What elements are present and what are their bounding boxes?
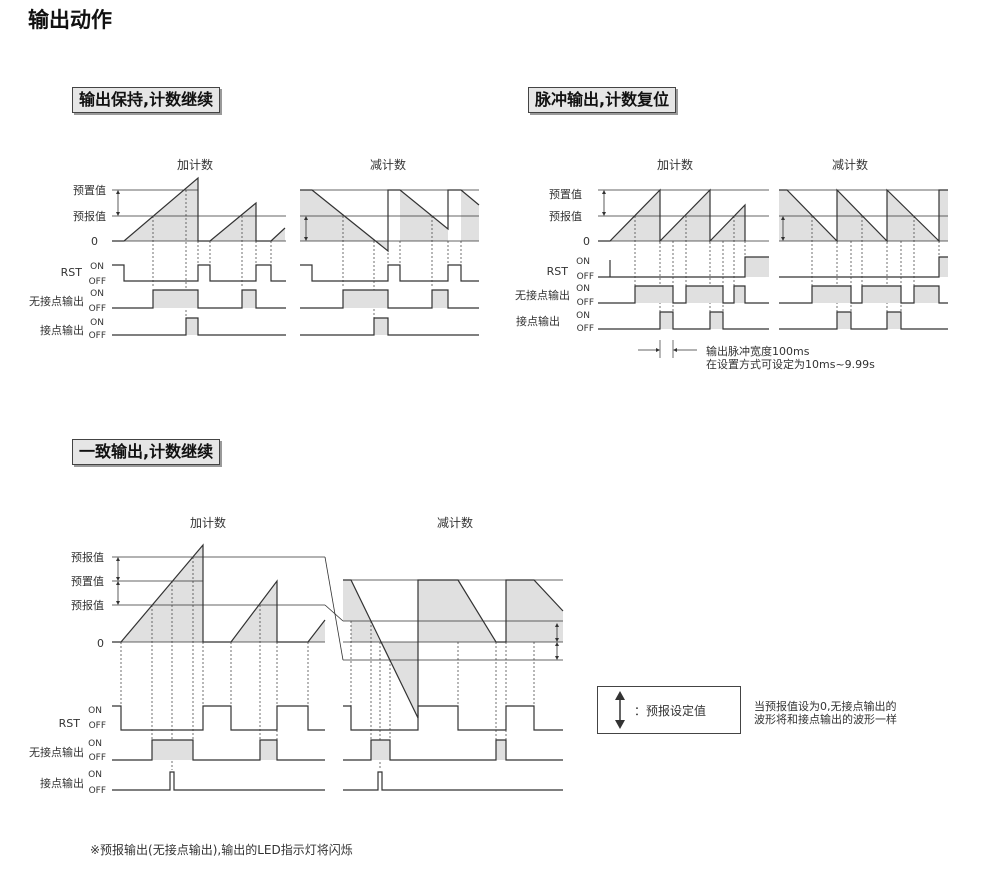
hold-up-contactless-wave [112,289,286,309]
double-arrow-icon [615,691,625,729]
label-up: 加计数 [657,157,693,172]
level-on: ON [90,262,104,272]
signal-label-contact: 接点输出 [40,323,84,337]
match-up-chart [112,543,344,791]
label-down: 减计数 [832,157,868,172]
axis-label-preset: 预置值 [549,188,582,201]
level-on: ON [88,770,102,780]
label-up: 加计数 [177,157,213,172]
axis-label-zero: 0 [97,637,104,650]
label-down: 减计数 [370,157,406,172]
section-title-match: 一致输出,计数继续 [72,439,221,465]
section-title-pulse: 脉冲输出,计数复位 [528,87,677,113]
signal-label-contactless: 无接点输出 [515,288,570,302]
hold-down-chart [300,189,480,336]
legend-note-line1: 当预报值设为0,无接点输出的 [754,700,897,713]
pulse-down-chart [779,188,948,330]
axis-label-prewarn: 预报值 [549,209,582,223]
legend-text: ：预报设定值 [634,704,707,718]
level-off: OFF [89,331,106,341]
level-off: OFF [89,753,106,763]
axis-label-prewarn: 预报值 [71,550,104,564]
pulse-width-note: 输出脉冲宽度100ms 在设置方式可设定为10ms~9.99s [706,345,875,371]
level-off: OFF [89,721,106,731]
match-down-chart [343,579,564,791]
level-off: OFF [89,277,106,287]
level-on: ON [88,706,102,716]
level-off: OFF [89,786,106,796]
level-on: ON [576,311,590,321]
pulse-up-chart [598,188,769,358]
level-off: OFF [577,324,594,334]
legend-box: ：预报设定值 [597,686,741,734]
axis-label-zero: 0 [583,235,590,248]
level-off: OFF [89,304,106,314]
level-on: ON [90,289,104,299]
label-up: 加计数 [190,515,226,530]
signal-label-rst: RST [61,266,83,279]
axis-label-preset: 预置值 [73,184,106,197]
hold-up-chart [112,176,286,336]
hold-up-contact-wave [112,317,286,336]
axis-label-preset: 预置值 [71,575,104,588]
signal-label-contact: 接点输出 [40,776,84,790]
signal-label-contact: 接点输出 [516,314,560,328]
signal-label-contactless: 无接点输出 [29,745,84,759]
signal-label-rst: RST [547,265,569,278]
hold-up-rst-wave [112,264,286,282]
axis-label-zero: 0 [91,235,98,248]
level-off: OFF [577,272,594,282]
axis-label-prewarn: 预报值 [73,209,106,223]
legend-note-line2: 波形将和接点输出的波形一样 [754,713,897,726]
section-title-hold: 输出保持,计数继续 [72,87,221,113]
page-title: 输出动作 [28,8,112,32]
level-on: ON [88,739,102,749]
level-on: ON [576,284,590,294]
signal-label-contactless: 无接点输出 [29,294,84,308]
level-on: ON [90,318,104,328]
axis-label-prewarn: 预报值 [71,598,104,612]
signal-label-rst: RST [59,717,81,730]
legend-note: 当预报值设为0,无接点输出的 波形将和接点输出的波形一样 [754,700,897,726]
footnote: ※预报输出(无接点输出),输出的LED指示灯将闪烁 [90,843,353,857]
pulse-width-line2: 在设置方式可设定为10ms~9.99s [706,358,875,371]
pulse-width-line1: 输出脉冲宽度100ms [706,345,810,358]
level-on: ON [576,257,590,267]
level-off: OFF [577,298,594,308]
label-down: 减计数 [437,515,473,530]
